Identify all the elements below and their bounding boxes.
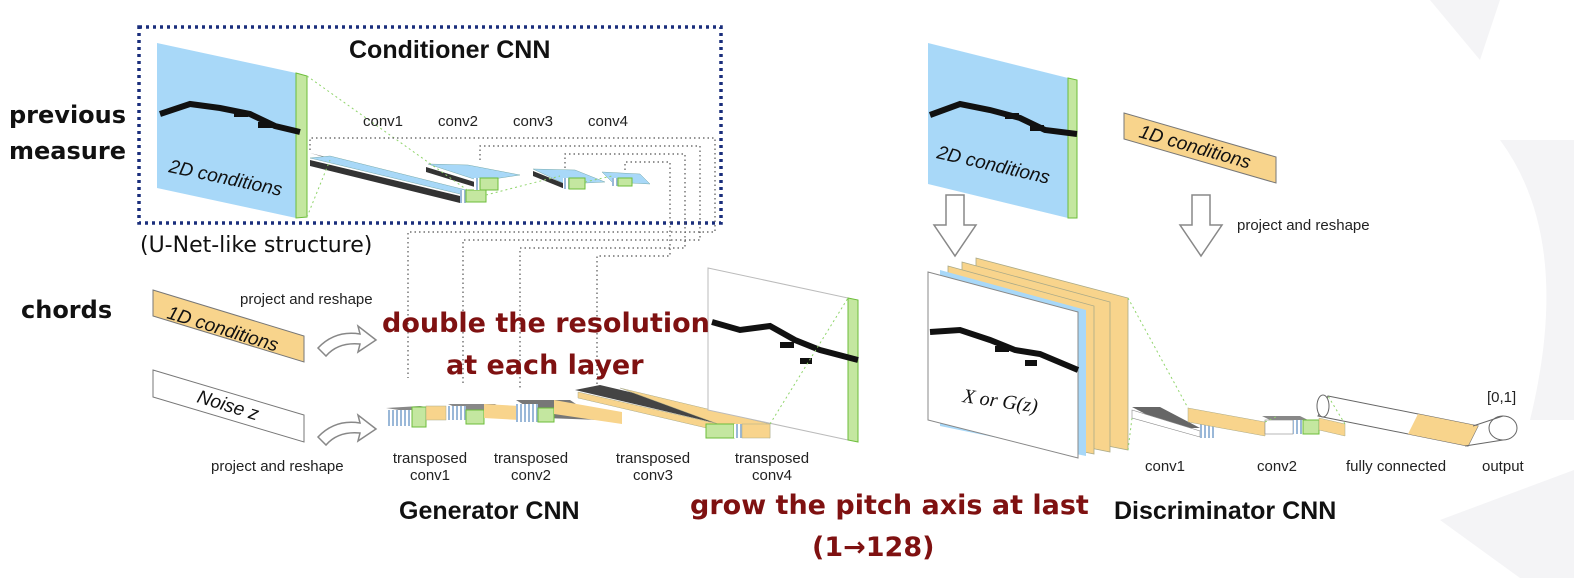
conditioner-conv-stacks [309,153,651,203]
side-label-chords: chords [21,296,113,324]
conditioner-layer-conv1: conv1 [363,113,404,130]
fully-connected-cylinder [1316,394,1479,447]
discriminator-layer-output: output [1482,458,1524,475]
conditioner-dashed-frame [137,25,723,225]
conditioner-layer-conv2: conv2 [438,113,479,130]
generator-layer-2-line1: transposed [493,450,569,467]
unet-note: (U-Net-like structure) [140,233,373,258]
down-arrow-right [1178,194,1224,258]
generator-layer-3: transposed conv3 [613,450,693,484]
discriminator-projection-lines [1127,297,1346,451]
generator-noise-box [152,369,305,443]
discriminator-1d-conditions-box [1123,112,1277,184]
discriminator-2d-conditions-plate [928,43,1078,219]
discriminator-title: Discriminator CNN [1114,497,1337,525]
generator-layer-1: transposed conv1 [390,450,470,484]
generator-conv-stacks [386,385,771,439]
generator-layer-4-line2: conv4 [751,467,793,484]
generator-project-bottom: project and reshape [211,458,344,475]
generator-layer-4-line1: transposed [734,450,810,467]
discriminator-input-stack [927,257,1129,459]
generator-layer-3-line1: transposed [615,450,691,467]
generator-layer-2-line2: conv2 [510,467,552,484]
annotation-double-line1: double the resolution [382,308,710,339]
generator-layer-3-line2: conv3 [632,467,674,484]
generator-layer-4: transposed conv4 [732,450,812,484]
discriminator-layer-conv2: conv2 [1257,458,1298,475]
generator-layer-1-line1: transposed [392,450,468,467]
skip-connection-lines [309,137,716,395]
discriminator-project-label: project and reshape [1237,217,1370,234]
discriminator-conv-stacks [1131,407,1346,438]
conditioner-projection-lines [306,75,613,218]
discriminator-layer-conv1: conv1 [1145,458,1186,475]
annotation-grow-line1: grow the pitch axis at last [690,490,1089,521]
annotation-double-line2: at each layer [446,350,644,381]
conditioner-2d-conditions-plate [157,43,308,219]
generator-1d-conditions-box [152,289,305,363]
conditioner-layer-conv4: conv4 [588,113,629,130]
generator-title: Generator CNN [399,497,580,525]
discriminator-range-label: [0,1] [1487,389,1517,406]
curved-arrow-top [316,324,378,358]
curved-arrow-bottom [316,413,378,447]
conditioner-layer-conv3: conv3 [513,113,554,130]
conditioner-title: Conditioner CNN [349,36,551,64]
generator-layer-2: transposed conv2 [491,450,571,484]
down-arrow-left [932,194,978,258]
annotation-grow-line2: (1→128) [812,532,935,563]
background-decoration [1430,0,1574,578]
side-label-previous: previous [9,101,127,129]
discriminator-layer-fc: fully connected [1346,458,1447,475]
side-label-measure: measure [9,137,126,165]
generator-output-plate [707,267,859,443]
generator-project-top: project and reshape [240,291,373,308]
generator-layer-1-line2: conv1 [409,467,451,484]
output-node [1464,415,1518,447]
